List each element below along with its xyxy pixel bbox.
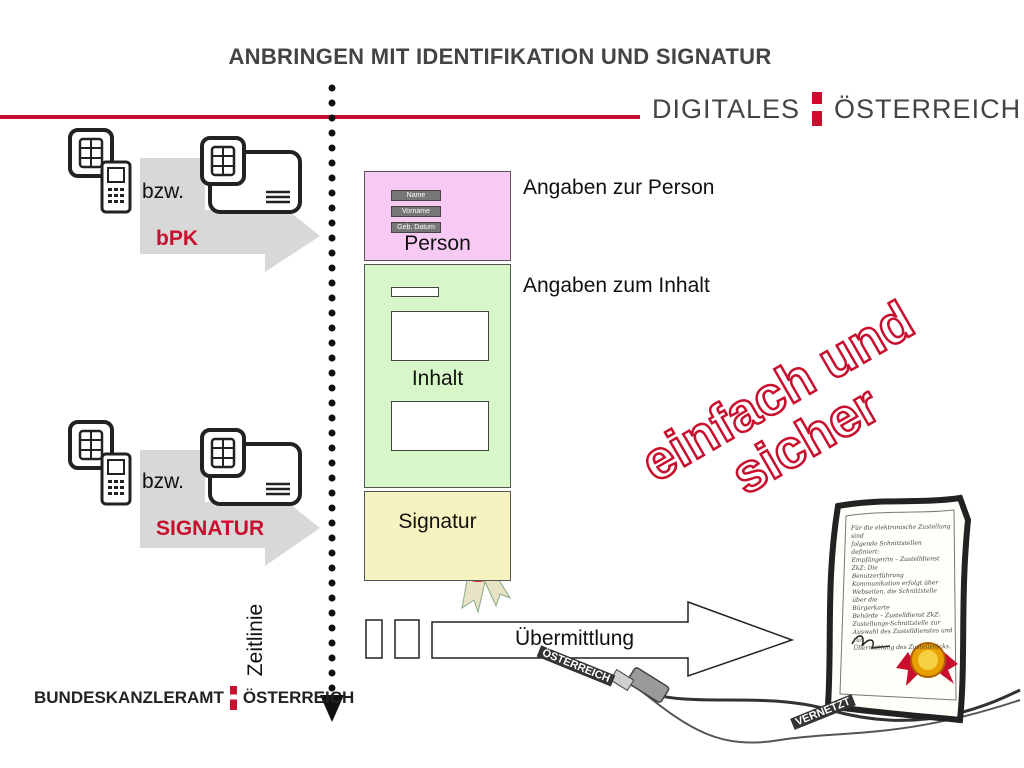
certificate-line: Webseiten, die Schnittstelle über die [852,587,937,604]
page-title: ANBRINGEN MIT IDENTIFIKATION UND SIGNATU… [228,44,772,69]
certificate-line: Empfänger/in – Zustelldienst ZkZ: Die [851,555,940,572]
timeline-arrowhead [320,695,344,722]
content-block-placeholder [391,401,489,451]
digitales-oesterreich-logo: DIGITALES ÖSTERREICH [652,92,1021,126]
signatur-section: Signatur [364,491,511,581]
mobile-phone-icon [68,420,132,506]
person-label: Person [404,232,471,255]
name-field: Name [391,190,441,201]
person-section: Name Vorname Geb. Datum Person [364,171,511,261]
bpk-label: bPK [156,227,198,250]
packet-bar [365,619,383,659]
brand-left: DIGITALES [652,93,801,124]
certificate-line: Auswahl des Zustelldienstes und zur [852,627,953,644]
signatur-arrow [140,450,320,566]
bzw-label: bzw. [142,470,185,493]
signatur-section-label: Signatur [398,510,477,533]
transfer-arrow [431,600,795,678]
content-block-placeholder [391,311,489,361]
certificate-text: Für die elektronische Zustellung sind fo… [851,523,953,653]
bundeskanzleramt-logo: BUNDESKANZLERAMT ÖSTERREICH [34,686,354,710]
smart-card-icon [200,136,302,214]
signatur-label: SIGNATUR [156,517,265,540]
annotation-inhalt: Angaben zum Inhalt [523,274,710,297]
certificate-document-icon [824,494,972,724]
content-line-placeholder [391,287,439,297]
certificate-line: folgende Schnittstellen definiert: [851,539,922,556]
footer-brand-left: BUNDESKANZLERAMT [34,688,224,707]
packet-bar [394,619,420,659]
header-divider [0,115,640,119]
austria-flag-icon [812,92,823,126]
annotation-person: Angaben zur Person [523,176,715,199]
brand-right: ÖSTERREICH [834,93,1022,124]
footer-brand-right: ÖSTERREICH [242,688,355,707]
geb-datum-field: Geb. Datum [391,222,441,233]
inhalt-section: Inhalt [364,264,511,488]
smart-card-icon [200,428,302,506]
usb-plug-icon [609,667,670,703]
mobile-phone-icon [68,128,132,214]
inhalt-label: Inhalt [411,367,464,390]
certificate-line: Für die elektronische Zustellung sind [850,523,951,540]
bpk-arrow [140,158,320,272]
timeline-label: Zeitlinie [244,603,267,677]
austria-flag-icon [229,686,237,710]
bzw-label: bzw. [142,180,185,203]
transfer-label: Übermittlung [515,627,635,650]
vorname-field: Vorname [391,206,441,217]
